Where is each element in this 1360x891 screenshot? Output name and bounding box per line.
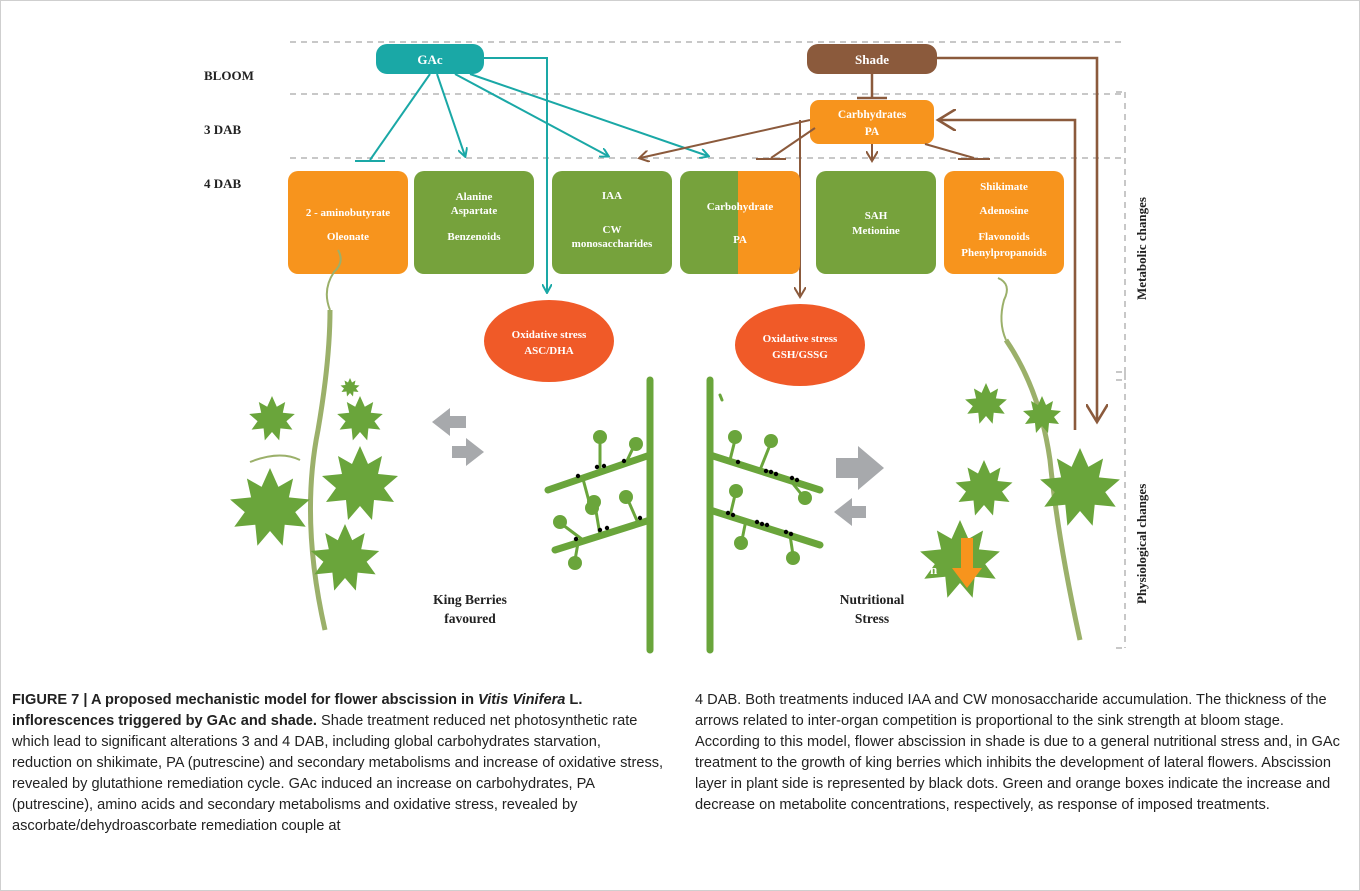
oxidative-right-line2: GSH/GSSG	[772, 349, 828, 361]
stage-label-bloom: BLOOM	[204, 68, 254, 83]
box-iaa: IAA CW monosaccharides	[552, 171, 672, 274]
box-sah-line2: Metionine	[852, 225, 900, 237]
stage-label-3dab: 3 DAB	[204, 122, 242, 137]
figure-label: FIGURE 7 | A proposed mechanistic model …	[12, 692, 479, 708]
box-alanine-line3: Benzenoids	[447, 231, 501, 243]
oxidative-left-line1: Oxidative stress	[512, 329, 587, 341]
competition-arrows-right	[834, 446, 884, 526]
king-berries-line2: favoured	[444, 611, 496, 626]
pn-decrease-indicator: Pn	[922, 538, 982, 588]
abscission-dots-left	[573, 458, 643, 542]
nutritional-stress-line2: Stress	[855, 611, 889, 626]
box-iaa-line1: IAA	[602, 190, 622, 202]
abscission-dots-right	[725, 459, 800, 537]
figure-title-rest: L. inflorescences triggered by GAc and s…	[12, 692, 583, 729]
box-carbohydrate-line1: Carbohydrate	[707, 201, 774, 213]
oxidative-stress-right: Oxidative stress GSH/GSSG	[735, 304, 865, 386]
box-shikimate: Shikimate Adenosine Flavonoids Phenylpro…	[944, 171, 1064, 274]
inflorescence-right	[706, 376, 824, 654]
carbohydrates-pa-label: PA	[865, 126, 880, 138]
box-aminobutyrate-line1: 2 - aminobutyrate	[306, 207, 390, 219]
box-iaa-line3: monosaccharides	[572, 238, 653, 250]
inflorescence-left	[544, 376, 654, 654]
box-alanine-line2: Aspartate	[451, 205, 498, 217]
gac-arrows	[355, 57, 708, 292]
inflorescence-right-berries	[728, 430, 812, 565]
shade-inhibit	[857, 74, 887, 100]
caption-text-right: 4 DAB. Both treatments induced IAA and C…	[695, 692, 1340, 813]
physiological-changes-label: Physiological changes	[1134, 484, 1149, 604]
box-carbohydrate-line2: PA	[733, 234, 747, 246]
mechanistic-model-diagram: BLOOM 3 DAB 4 DAB GAc Shade Carbhydrates…	[204, 41, 1149, 654]
competition-arrows-left	[432, 408, 484, 466]
shade-node: Shade	[807, 44, 937, 74]
box-carbohydrate-pa: Carbohydrate PA	[680, 171, 800, 274]
pn-label: Pn	[922, 562, 938, 577]
caption-text-left: Shade treatment reduced net photosynthet…	[12, 713, 664, 834]
nutritional-stress-line1: Nutritional	[840, 592, 905, 607]
box-shikimate-line1: Shikimate	[980, 181, 1028, 193]
metabolite-boxes: 2 - aminobutyrate Oleonate Alanine Aspar…	[288, 171, 1064, 274]
box-sah: SAH Metionine	[816, 171, 936, 274]
box-sah-line1: SAH	[865, 210, 888, 222]
shade-label: Shade	[855, 52, 889, 67]
box-aminobutyrate-line2: Oleonate	[327, 231, 369, 243]
caption-column-left: FIGURE 7 | A proposed mechanistic model …	[12, 690, 664, 837]
box-aminobutyrate: 2 - aminobutyrate Oleonate	[288, 171, 408, 274]
box-iaa-line2: CW	[603, 224, 622, 236]
inflorescence-left-berries	[553, 430, 643, 570]
box-shikimate-line2: Adenosine	[980, 205, 1029, 217]
shade-arrows	[640, 56, 1097, 430]
gac-node: GAc	[376, 44, 484, 74]
king-berries-line1: King Berries	[433, 592, 507, 607]
box-shikimate-line3: Flavonoids	[978, 231, 1030, 243]
metabolic-changes-label: Metabolic changes	[1134, 197, 1149, 300]
stage-label-4dab: 4 DAB	[204, 176, 242, 191]
gac-label: GAc	[417, 52, 443, 67]
species-name: Vitis Vinifera	[478, 692, 566, 708]
box-shikimate-line4: Phenylpropanoids	[961, 247, 1047, 259]
carbohydrates-label: Carbhydrates	[838, 109, 907, 121]
oxidative-right-line1: Oxidative stress	[763, 333, 838, 345]
carbohydrates-pa-box: Carbhydrates PA	[810, 100, 934, 144]
oxidative-stress-left: Oxidative stress ASC/DHA	[484, 300, 614, 382]
box-alanine: Alanine Aspartate Benzenoids	[414, 171, 534, 274]
vine-right	[920, 277, 1120, 641]
box-alanine-line1: Alanine	[456, 191, 493, 203]
caption-column-right: 4 DAB. Both treatments induced IAA and C…	[695, 690, 1345, 816]
oxidative-left-line2: ASC/DHA	[524, 345, 574, 357]
vine-left	[230, 249, 398, 631]
